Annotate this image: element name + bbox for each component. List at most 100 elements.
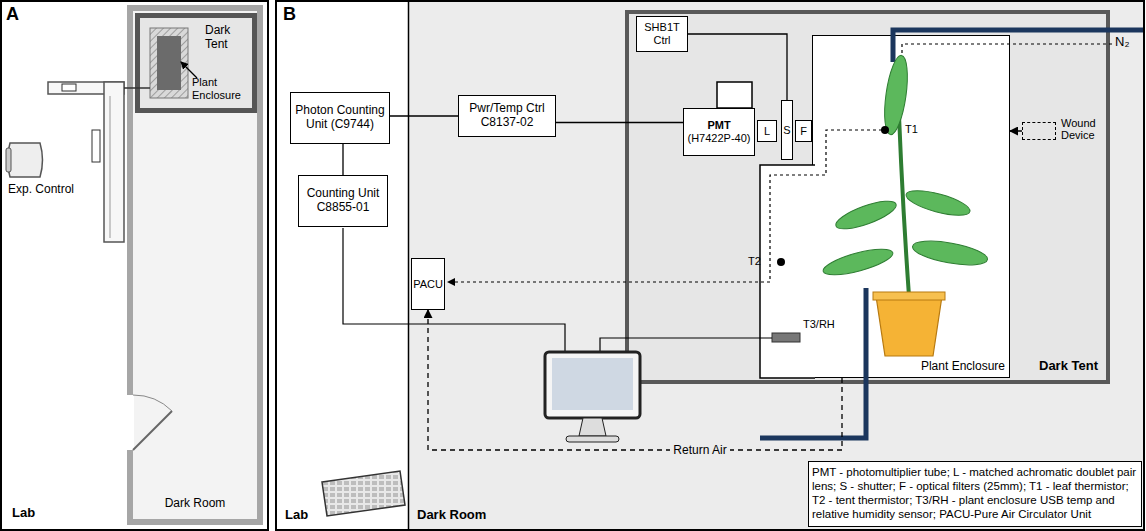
- part-label: N₂: [1115, 34, 1129, 49]
- node-text: PMT - photomultiplier tube; L - matched …: [812, 466, 1138, 521]
- pot-rim: [873, 292, 945, 300]
- leaf: [904, 186, 972, 220]
- door-swing: [133, 395, 172, 411]
- monitor: [545, 352, 640, 418]
- node-text: Dark Room: [133, 497, 257, 511]
- desk-side: [104, 82, 124, 242]
- leaf: [911, 237, 989, 270]
- connector: [342, 144, 343, 175]
- part-label: Lab: [12, 505, 35, 520]
- lens-box: L: [757, 120, 777, 142]
- node-text: F: [797, 125, 810, 138]
- part-label: A: [6, 4, 19, 25]
- tent-outline: Dark Tent SHB1T CtrlPMT(H7422P-40) LSF Plan…: [625, 10, 1110, 384]
- keyboard: [322, 471, 405, 516]
- gas-flow-arrow: [902, 44, 1112, 80]
- node-text: Dark Room: [417, 508, 486, 523]
- enclosure-outline: Plant Enclosure: [812, 35, 1010, 378]
- text-group: Pwr/Temp Ctrl C8137-02: [459, 96, 555, 136]
- monitor-base: [566, 436, 619, 442]
- connector: [428, 310, 842, 450]
- part-label: Exp. Control: [8, 182, 74, 196]
- text-group: Counting Unit C8855-01: [299, 176, 387, 226]
- usb-cable: [600, 338, 772, 352]
- plant-pot: [876, 296, 942, 356]
- desk-top: [48, 82, 124, 94]
- return-air-pipe: [760, 288, 866, 438]
- part-label: T2: [748, 255, 761, 267]
- connector: [688, 34, 787, 100]
- plant-enclosure-plan: [150, 28, 188, 98]
- node-text: Plant Enclosure: [921, 360, 1005, 374]
- node-text: Pwr/Temp Ctrl C8137-02: [461, 102, 553, 130]
- darkroom-region: Dark Room Pwr/Temp Ctrl C8137-02PACU Dark …: [409, 2, 1144, 529]
- monitor-screen: [552, 358, 633, 410]
- n2-inlet-pipe: [893, 30, 1143, 62]
- controller-box: SHB1T Ctrl: [636, 16, 688, 52]
- monitor-stand: [579, 418, 606, 436]
- cable: [124, 87, 150, 89]
- connector: [556, 122, 683, 123]
- pointer-arrow: [181, 62, 197, 78]
- node-text: L: [759, 125, 775, 138]
- text-group: L: [758, 121, 776, 141]
- filter-box: F: [795, 120, 812, 142]
- text-group: S: [782, 101, 792, 159]
- thermistor-dot: [881, 126, 889, 134]
- enclosure-step: [760, 165, 815, 378]
- part-label: T3/RH: [803, 318, 835, 330]
- sensor-wire: [448, 130, 882, 282]
- room-divider: [408, 1, 410, 530]
- node-text: SHB1T Ctrl: [639, 21, 685, 46]
- node-text: Dark Tent: [205, 24, 247, 52]
- process-box: Counting Unit C8855-01: [298, 175, 388, 227]
- desk-edge: [110, 96, 111, 238]
- humidity-sensor: [772, 333, 800, 342]
- plant-enclosure-core: [157, 36, 181, 90]
- text-group: PMT - photomultiplier tube; L - matched …: [809, 462, 1141, 526]
- node-text: Photon Counting Unit (C9744): [293, 104, 387, 132]
- node-text: (H7422P-40): [686, 132, 752, 145]
- text-group: PMT(H7422P-40): [684, 109, 754, 155]
- thermistor-dot: [777, 258, 785, 266]
- chair-back: [6, 148, 11, 172]
- wound-device: Wound Device: [1022, 122, 1056, 140]
- node-text: Wound Device: [1061, 117, 1105, 141]
- shutter-box: S: [781, 100, 793, 160]
- pmt-box: PMT(H7422P-40): [683, 108, 755, 156]
- note-box: PMT - photomultiplier tube; L - matched …: [808, 461, 1142, 527]
- text-group: PACU: [412, 259, 444, 309]
- part-label: Plant Enclosure: [192, 76, 250, 101]
- desk-device: [62, 84, 76, 91]
- leaf: [821, 244, 895, 280]
- pmt-housing: [717, 82, 752, 108]
- panel-frame: [276, 1, 1144, 530]
- text-group: Photon Counting Unit (C9744): [291, 93, 389, 143]
- plant-stem: [897, 62, 909, 296]
- text-group: SHB1T Ctrl: [637, 17, 687, 51]
- part-label: B: [283, 4, 296, 25]
- node-text: PACU: [413, 278, 443, 291]
- chair: [8, 143, 43, 177]
- door-gap: [126, 395, 134, 450]
- part-label: T1: [905, 123, 918, 135]
- desk-monitor: [92, 130, 100, 162]
- process-box: Pwr/Temp Ctrl C8137-02: [458, 95, 556, 137]
- connector: [1010, 130, 1022, 131]
- node-text: Lab: [285, 508, 308, 523]
- data-cable: [343, 228, 565, 352]
- node-text: S: [782, 124, 792, 137]
- process-box: Photon Counting Unit (C9744): [290, 92, 390, 144]
- door-leaf: [133, 411, 172, 450]
- connector: [390, 115, 458, 116]
- edge-label: Return Air: [670, 443, 729, 457]
- text-group: F: [796, 121, 811, 141]
- node-text: PMT: [686, 119, 752, 132]
- node-text: Dark Tent: [1039, 359, 1098, 374]
- process-box: PACU: [411, 258, 445, 310]
- leaf: [833, 196, 899, 235]
